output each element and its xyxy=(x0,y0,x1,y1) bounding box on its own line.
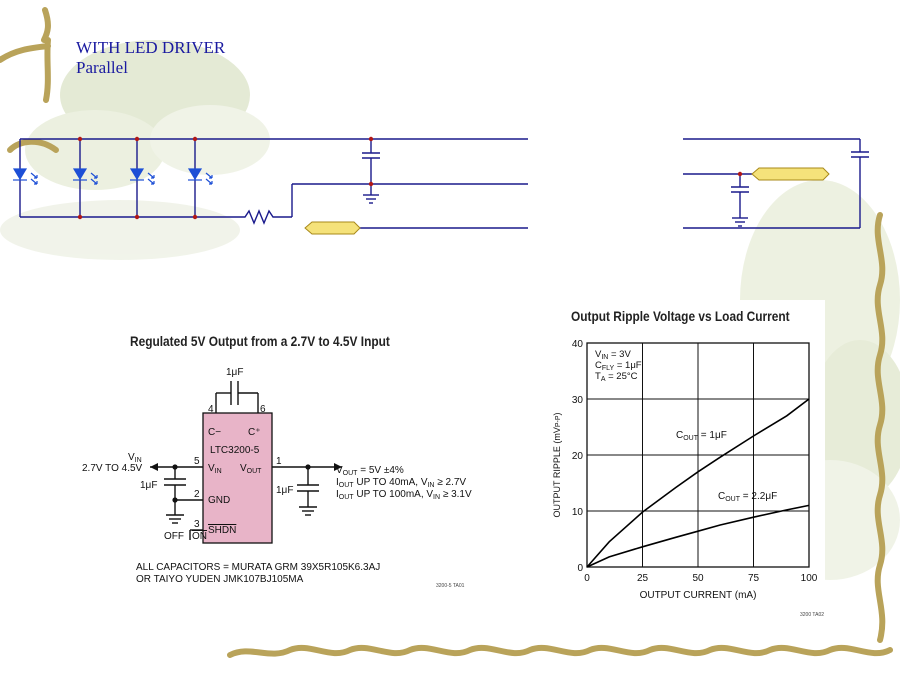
chip-name: LTC3200-5 xyxy=(210,445,260,456)
iout-spec-1: IOUT UP TO 40mA, VIN ≥ 2.7V xyxy=(336,477,466,489)
pin-number: 5 xyxy=(194,456,200,467)
chart-grid xyxy=(586,342,810,568)
slide-title: WITH LED DRIVER Parallel xyxy=(76,38,225,78)
note-line-2: OR TAIYO YUDEN JMK107BJ105MA xyxy=(136,574,304,585)
chart-figure-code: 3200 TA02 xyxy=(800,612,824,618)
x-tick-label: 50 xyxy=(692,573,704,584)
pin-label-cplus: C⁺ xyxy=(248,427,261,438)
note-line-1: ALL CAPACITORS = MURATA GRM 39X5R105K6.3… xyxy=(136,562,380,573)
x-tick-label: 100 xyxy=(801,573,818,584)
pin-number: 4 xyxy=(208,404,214,415)
vine-top-left xyxy=(0,7,59,153)
slide-title-line2: Parallel xyxy=(76,58,128,77)
pin-label-vin: VIN xyxy=(208,463,222,475)
led-icon xyxy=(12,168,213,185)
condition-label: TA = 25°C xyxy=(595,371,638,383)
y-tick-label: 40 xyxy=(572,339,584,350)
y-tick-label: 0 xyxy=(577,563,583,574)
x-tick-label: 25 xyxy=(637,573,649,584)
series-label: COUT = 2.2μF xyxy=(718,491,777,503)
pin-label-cminus: C− xyxy=(208,427,221,438)
x-tick-label: 0 xyxy=(584,573,590,584)
ripple-chart: 0 25 50 75 100 0 10 20 30 40 COUT = 1μF COUT = 2.2… xyxy=(552,339,824,618)
off-label: OFF xyxy=(164,531,184,542)
iout-spec-2: IOUT UP TO 100mA, VIN ≥ 3.1V xyxy=(336,489,472,501)
x-axis-label: OUTPUT CURRENT (mA) xyxy=(640,590,757,601)
pin-number: 3 xyxy=(194,519,200,530)
leaf-decoration-top-left xyxy=(0,40,270,260)
y-tick-label: 20 xyxy=(572,451,584,462)
vout-spec: VOUT = 5V ±4% xyxy=(336,465,404,477)
series-line xyxy=(586,504,810,568)
condition-label: VIN = 3V xyxy=(595,349,631,361)
flying-cap-label: 1μF xyxy=(226,367,243,378)
ripple-chart-figure: Output Ripple Voltage vs Load Current 0 2… xyxy=(538,300,825,622)
x-tick-label: 75 xyxy=(748,573,760,584)
vine-right xyxy=(874,212,886,643)
chart-title: Output Ripple Voltage vs Load Current xyxy=(571,308,790,324)
condition-label: CFLY = 1μF xyxy=(595,360,642,372)
vin-label: VIN xyxy=(128,452,142,464)
pin-label-gnd: GND xyxy=(208,495,230,506)
vine-bottom xyxy=(227,644,893,658)
on-label: ON xyxy=(192,531,207,542)
vin-range-label: 2.7V TO 4.5V xyxy=(82,463,143,474)
net-tag xyxy=(304,221,361,235)
y-axis-label: OUTPUT RIPPLE (mVP-P) xyxy=(552,412,562,517)
pin-label-vout: VOUT xyxy=(240,463,262,475)
y-tick-label: 10 xyxy=(572,507,584,518)
series-line xyxy=(586,398,810,568)
net-tag xyxy=(751,167,830,181)
pin-label-shdn: SHDN xyxy=(208,525,236,536)
circuit-figure: Regulated 5V Output from a 2.7V to 4.5V … xyxy=(80,325,490,615)
led-driver-schematic xyxy=(12,136,869,235)
slide-title-line1: WITH LED DRIVER xyxy=(76,38,226,57)
output-cap-label: 1μF xyxy=(276,485,293,496)
junction-node xyxy=(77,136,743,220)
input-cap-label: 1μF xyxy=(140,480,157,491)
y-tick-label: 30 xyxy=(572,395,584,406)
pin-number: 1 xyxy=(276,456,282,467)
pin-number: 6 xyxy=(260,404,266,415)
pin-number: 2 xyxy=(194,489,200,500)
figure-code: 3200-5 TA01 xyxy=(436,583,465,589)
chip-body xyxy=(202,412,273,544)
circuit-title: Regulated 5V Output from a 2.7V to 4.5V … xyxy=(130,333,390,349)
circuit-diagram: 4 6 5 1 2 3 C− C⁺ LTC3200-5 VIN VOUT GND… xyxy=(82,367,472,589)
series-label: COUT = 1μF xyxy=(676,430,727,442)
